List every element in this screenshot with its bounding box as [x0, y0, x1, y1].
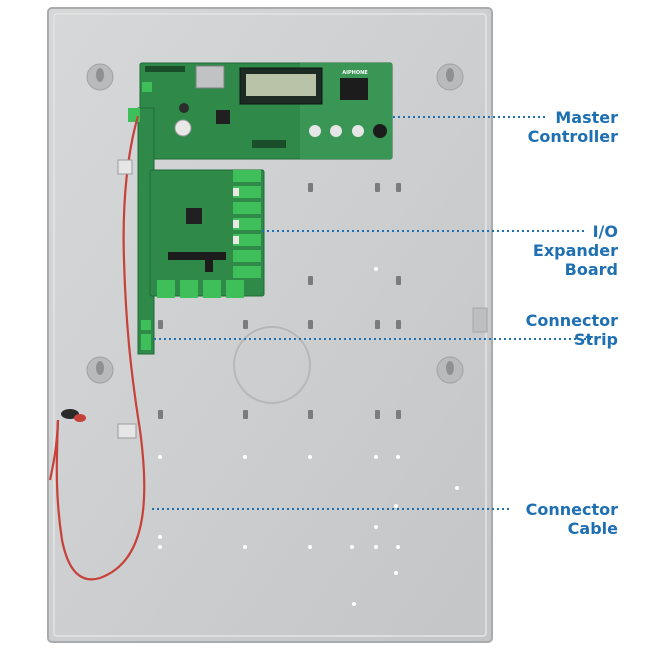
knockout-circle	[233, 326, 311, 404]
callout-leaders	[152, 116, 592, 510]
callout-line: Strip	[574, 330, 618, 349]
callout-line: Connector	[525, 311, 618, 330]
ethernet-jack	[195, 65, 225, 89]
display-brand-text: AIPHONE	[342, 70, 368, 76]
callout-line: Connector	[525, 500, 618, 519]
callout-line: Master	[555, 108, 618, 127]
enclosure-box	[47, 7, 493, 643]
callout-line: I/O	[592, 222, 618, 241]
callout-line: Expander	[532, 241, 618, 260]
standoffs	[158, 183, 401, 419]
callout-line: Board	[564, 260, 618, 279]
master-controller-board: AIPHONE	[139, 62, 393, 160]
connector-cable-part	[48, 115, 146, 581]
callout-line: Cable	[567, 519, 618, 538]
callout-master-controller: Master Controller	[528, 108, 618, 146]
callout-io-expander-board: I/O Expander Board	[533, 222, 618, 279]
callout-connector-cable: Connector Cable	[526, 500, 618, 538]
io-expander-board-part	[149, 169, 265, 298]
mounting-holes	[158, 267, 459, 606]
callout-connector-strip: Connector Strip	[526, 311, 618, 349]
callout-line: Controller	[527, 127, 618, 146]
side-tab	[472, 307, 488, 333]
controller-chip	[216, 110, 230, 124]
